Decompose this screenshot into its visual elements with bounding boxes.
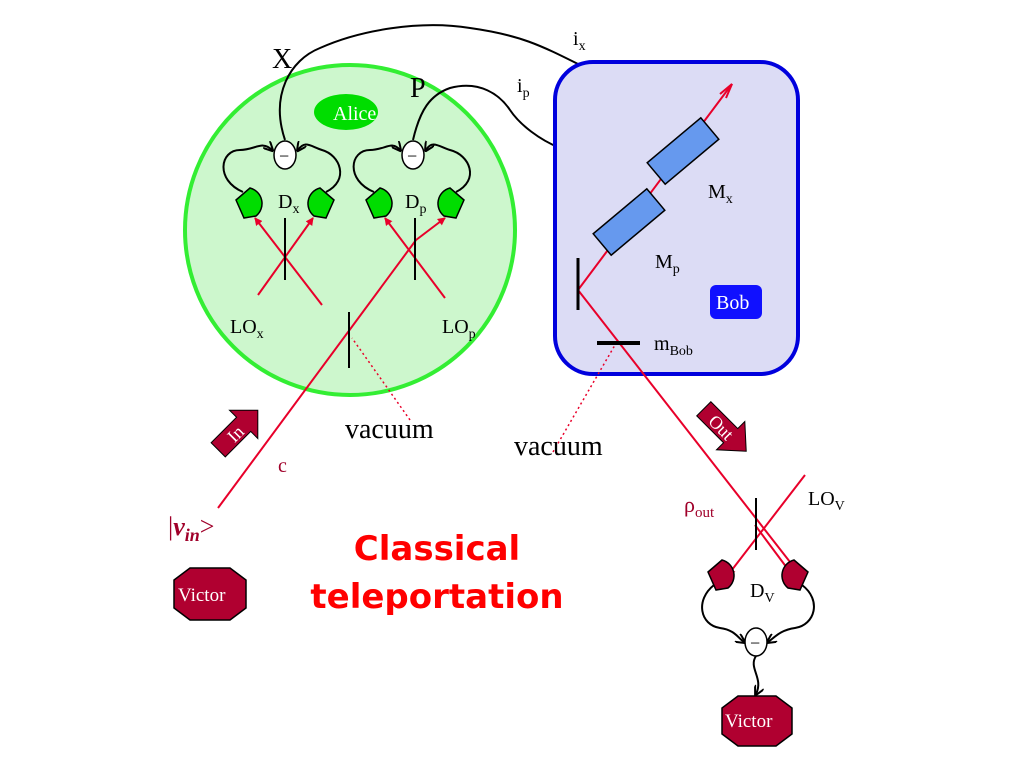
output-beam-to-detector	[754, 524, 791, 573]
bob-badge	[710, 285, 762, 319]
title-line1: Classical	[354, 529, 520, 569]
victor-right-badge	[721, 695, 793, 747]
detector-dx-label: Dx	[278, 191, 299, 217]
lo-v-label: LOV	[808, 488, 845, 514]
victor-dv-left-detector	[707, 559, 735, 591]
victor-dv-right-detector	[781, 559, 809, 591]
bob-beam-upper	[577, 83, 733, 291]
in-arrow: In	[210, 409, 259, 458]
bob-beam-out	[577, 289, 791, 563]
lo-x-label: LOx	[230, 316, 264, 342]
signal-p-label: P	[410, 73, 426, 104]
vacuum-right-label: vacuum	[514, 431, 603, 462]
alice-x-left-wire	[222, 146, 272, 193]
lo-p-beam-to-right	[415, 217, 446, 241]
title-line2: teleportation	[310, 577, 563, 617]
alice-p-left-wire	[352, 146, 400, 193]
modulator-mx	[646, 116, 720, 186]
rho-out-label: ρout	[684, 492, 715, 521]
vacuum-left-label: vacuum	[345, 414, 434, 445]
vacuum-right-line	[552, 344, 616, 453]
current-ix-label: ix	[573, 28, 586, 54]
channel-c-label: c	[278, 455, 287, 477]
vacuum-left-line	[351, 337, 411, 421]
alice-badge	[314, 94, 378, 130]
alice-dp-right-detector	[437, 187, 465, 219]
signal-x-label: X	[272, 44, 292, 75]
alice-p-subtractor	[401, 140, 425, 170]
out-arrow: Out	[696, 401, 747, 452]
detector-dp-label: Dp	[405, 191, 426, 217]
bob-station	[553, 60, 800, 376]
alice-p-right-wire	[426, 145, 471, 193]
current-ip-label: ip	[517, 75, 530, 101]
input-beam	[217, 239, 417, 509]
victor-right-label: Victor	[725, 711, 773, 732]
bob-label: Bob	[716, 292, 749, 314]
bob-beam-arrowhead	[719, 83, 733, 99]
lo-v-beam	[727, 474, 806, 576]
victor-left-label: Victor	[178, 585, 226, 606]
alice-dp-left-detector	[365, 187, 393, 219]
mirror-mbob-label: mBob	[654, 333, 693, 359]
alice-x-right-wire	[298, 145, 342, 193]
victor-left-wire	[701, 584, 744, 642]
lo-p-label: LOp	[442, 316, 476, 342]
input-state-label: |vin>	[168, 512, 214, 545]
alice-x-subtract-symbol: −	[279, 146, 289, 166]
victor-right-wire	[768, 584, 815, 642]
detector-dv-label: DV	[750, 580, 775, 606]
alice-label: Alice	[333, 103, 376, 125]
alice-p-subtract-symbol: −	[407, 146, 417, 166]
modulator-mp	[592, 187, 666, 257]
alice-dx-right-detector	[307, 187, 335, 219]
alice-x-subtractor	[273, 140, 297, 170]
victor-output-wire	[752, 655, 759, 694]
victor-left-badge	[173, 567, 247, 621]
victor-subtract-symbol: −	[750, 633, 760, 653]
alice-x-to-left-detector	[254, 217, 323, 306]
modulator-mp-label: Mp	[655, 251, 680, 277]
modulator-mx-label: Mx	[708, 181, 733, 207]
alice-dx-left-detector	[235, 187, 263, 219]
